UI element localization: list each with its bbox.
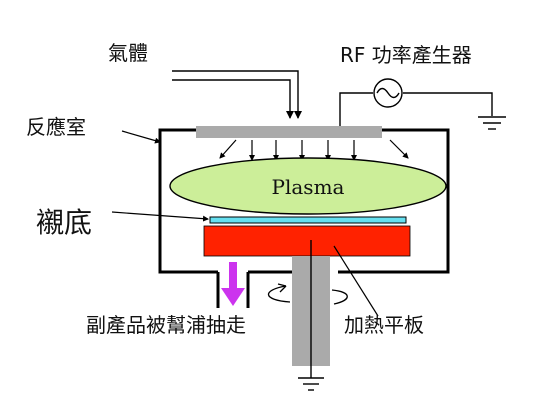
gas-inlet-lines — [172, 70, 302, 119]
substrate — [209, 216, 407, 224]
gas-flow-arrows — [219, 139, 409, 161]
shaft-ground-icon — [298, 377, 324, 391]
exhaust-label: 副產品被幫浦抽走 — [86, 313, 246, 337]
heater-plate — [203, 225, 411, 257]
gas-distributor — [196, 126, 382, 138]
rf-generator-label: RF 功率產生器 — [340, 43, 472, 67]
exhaust-arrow — [221, 262, 245, 306]
rf-circuit — [339, 92, 493, 126]
plasma-region — [169, 157, 447, 215]
heater-plate-label: 加熱平板 — [344, 313, 424, 337]
plasma-label: Plasma — [272, 175, 345, 199]
rotation-arrow-icon — [267, 283, 348, 305]
leader-lines — [111, 130, 379, 317]
gas-label: 氣體 — [108, 41, 148, 65]
chamber-label: 反應室 — [26, 115, 86, 139]
substrate-label: 襯底 — [36, 206, 92, 239]
ac-source-icon — [373, 78, 403, 108]
ground-icon — [478, 116, 506, 130]
